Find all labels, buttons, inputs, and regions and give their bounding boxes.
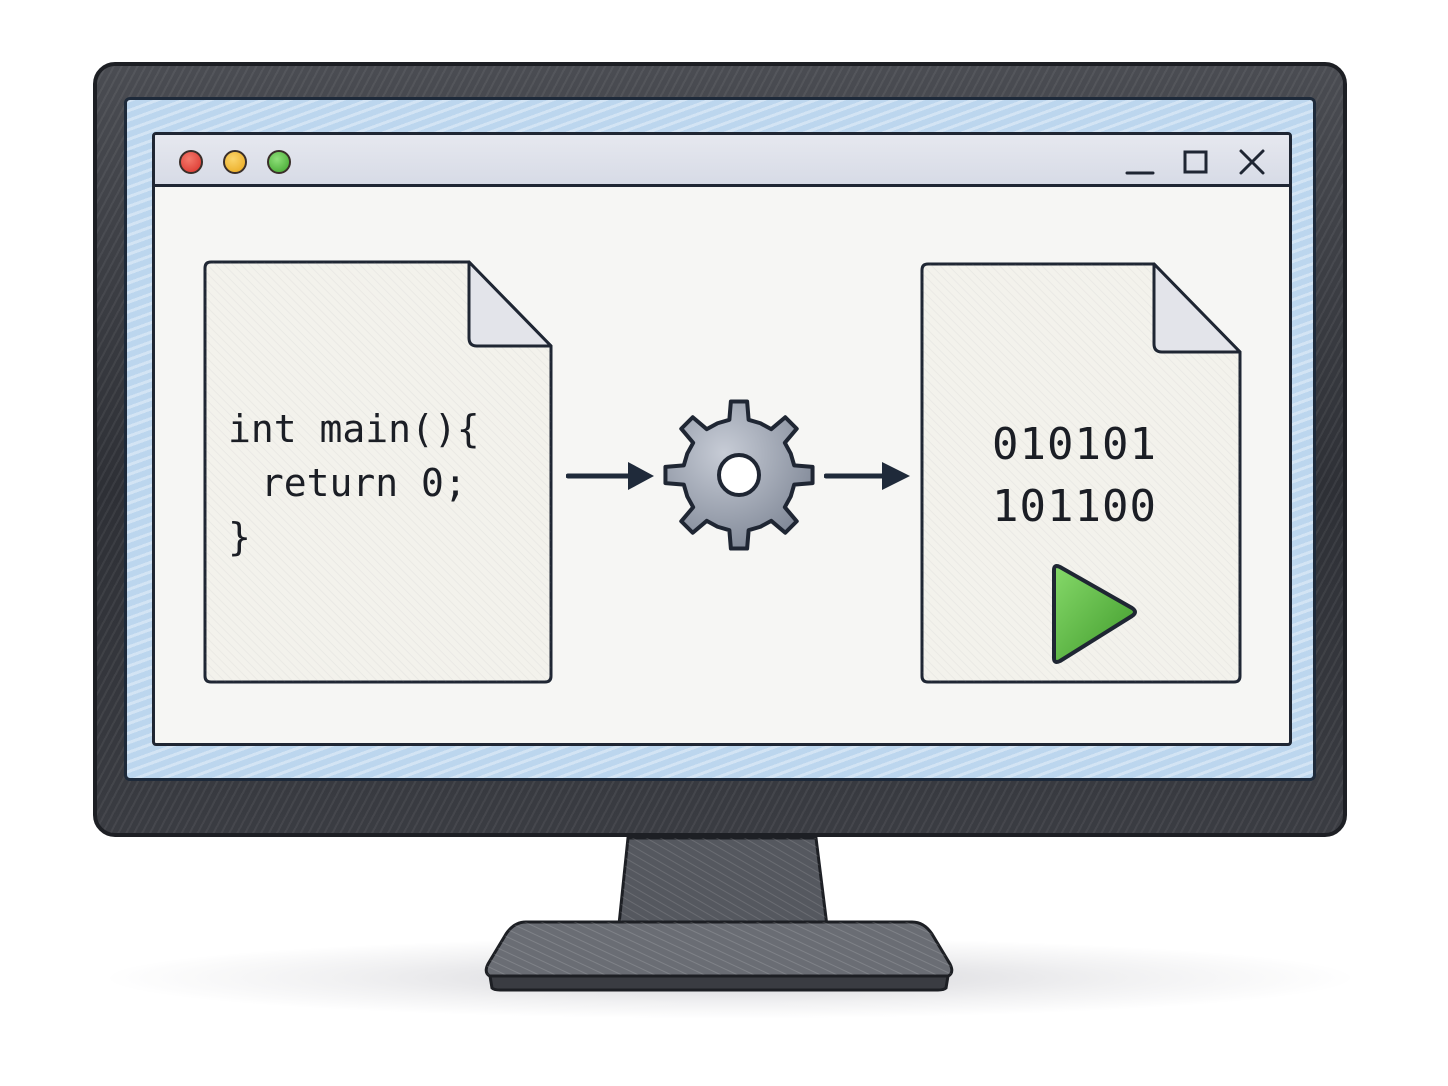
close-dot-button[interactable] [179, 150, 203, 174]
maximize-icon [1183, 150, 1208, 174]
arrow-right-icon [823, 456, 916, 500]
minimize-icon [1125, 171, 1155, 175]
minimize-dot-button[interactable] [223, 150, 247, 174]
close-button[interactable] [1235, 147, 1269, 177]
source-file-icon[interactable] [201, 258, 555, 686]
play-icon[interactable] [1046, 562, 1142, 672]
maximize-button[interactable] [1179, 147, 1213, 177]
close-icon [1239, 149, 1265, 175]
binary-line: 101100 [992, 481, 1157, 532]
binary-code-text: 010101 101100 [992, 414, 1182, 538]
gear-icon[interactable] [660, 396, 818, 558]
minimize-button[interactable] [1123, 147, 1157, 177]
maximize-dot-button[interactable] [267, 150, 291, 174]
executable-file-icon[interactable] [918, 260, 1244, 686]
monitor-base [480, 916, 958, 992]
window-titlebar[interactable] [155, 135, 1289, 187]
code-line: int main(){ [228, 407, 480, 451]
code-line: } [228, 515, 251, 559]
arrow-right-icon [565, 456, 658, 500]
binary-line: 010101 [992, 419, 1157, 470]
source-code-text: int main(){ return 0;} [228, 402, 480, 564]
code-line: return 0; [238, 461, 467, 505]
